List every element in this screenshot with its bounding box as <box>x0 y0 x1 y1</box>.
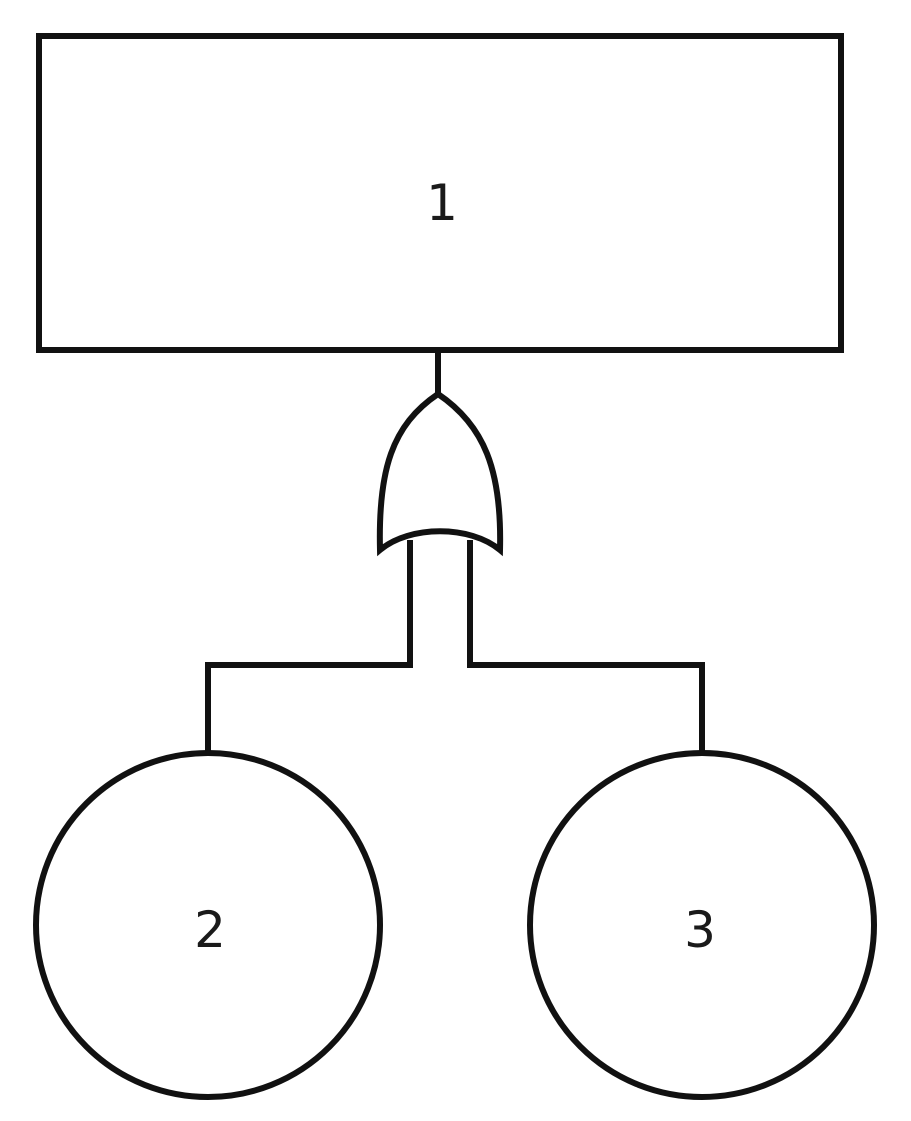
left-branch-connector <box>205 540 413 752</box>
basic-event-circle-3 <box>527 750 877 1100</box>
or-gate-icon <box>376 390 504 557</box>
top-event-box <box>36 33 844 353</box>
basic-event-label-2: 2 <box>194 901 226 959</box>
basic-event-label-3: 3 <box>684 901 716 959</box>
right-branch-connector <box>467 540 705 752</box>
top-event-label: 1 <box>426 174 458 232</box>
basic-event-circle-2 <box>33 750 383 1100</box>
